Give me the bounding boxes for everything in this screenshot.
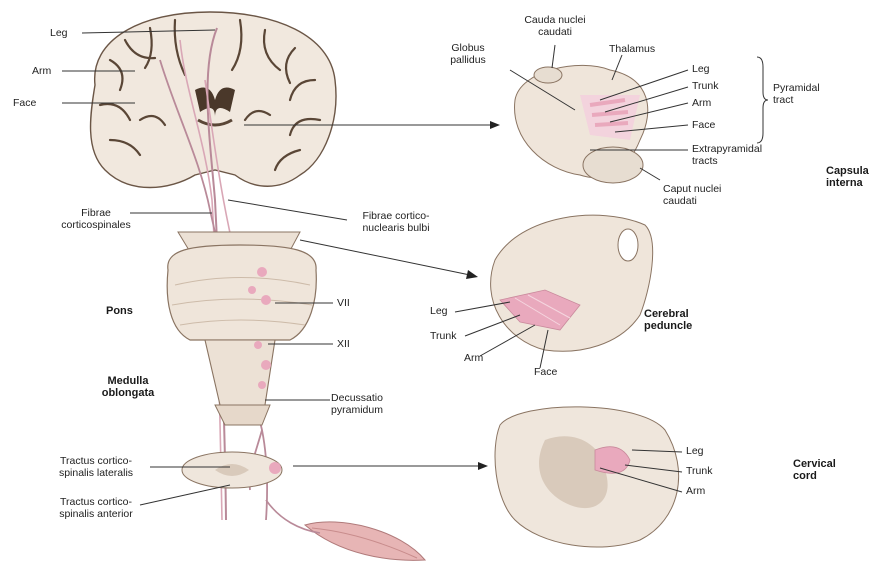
label-vii: VII	[337, 297, 350, 309]
cervical-cord-section	[495, 407, 679, 547]
label-cp-face: Face	[534, 366, 557, 378]
cerebral-peduncle-section	[491, 215, 653, 351]
label-cc-leg: Leg	[686, 445, 704, 457]
label-cp-trunk: Trunk	[430, 330, 456, 342]
label-cp-arm: Arm	[464, 352, 483, 364]
label-thalamus: Thalamus	[609, 43, 655, 55]
label-leg: Leg	[50, 27, 68, 39]
label-ci-arm: Arm	[692, 97, 711, 109]
label-pons: Pons	[106, 305, 133, 317]
label-tractus-anterior: Tractus cortico-spinalis anterior	[46, 496, 146, 520]
label-cc-arm: Arm	[686, 485, 705, 497]
muscle	[266, 500, 425, 560]
label-face: Face	[13, 97, 36, 109]
label-cp-leg: Leg	[430, 305, 448, 317]
label-fibrae-corticonuclearis: Fibrae cortico-nuclearis bulbi	[350, 210, 442, 234]
label-ci-face: Face	[692, 119, 715, 131]
label-tractus-lateralis: Tractus cortico-spinalis lateralis	[46, 455, 146, 479]
brainstem	[167, 232, 316, 425]
spinal-cord-small	[182, 452, 282, 488]
label-arm: Arm	[32, 65, 51, 77]
capsula-interna-section	[515, 65, 648, 183]
label-ci-trunk: Trunk	[692, 80, 718, 92]
label-ci-leg: Leg	[692, 63, 710, 75]
label-xii: XII	[337, 338, 350, 350]
label-cc-trunk: Trunk	[686, 465, 712, 477]
